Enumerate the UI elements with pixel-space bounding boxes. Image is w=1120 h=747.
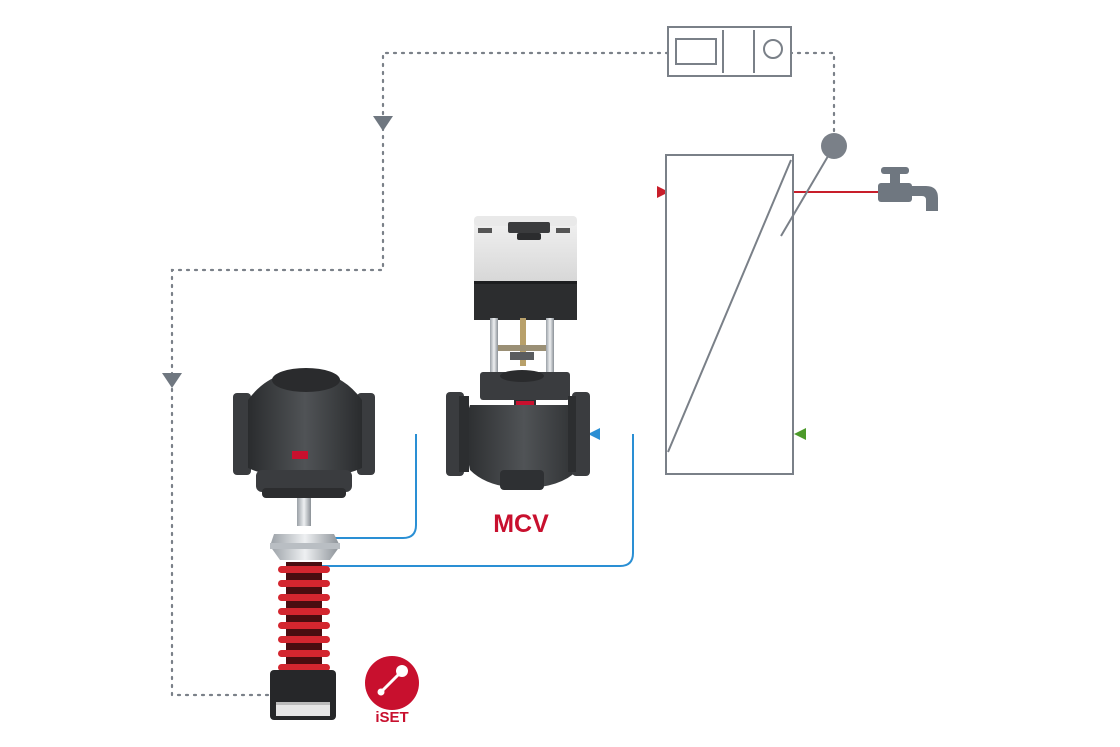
valve-body xyxy=(462,405,586,488)
dp-valve-body xyxy=(248,371,362,478)
cold-inlet-arrow-icon xyxy=(794,428,806,440)
heat-exchanger-icon xyxy=(665,154,794,475)
control-signal-lines xyxy=(170,51,836,697)
valve-flange-right xyxy=(572,392,590,476)
supply-flow-arrow-icon xyxy=(657,186,669,198)
differential-pressure-controller xyxy=(233,368,375,720)
diaphragm-housing xyxy=(256,470,352,492)
valve-bonnet xyxy=(480,372,570,400)
iset-label: iSET xyxy=(375,709,408,726)
mcv-label: MCV xyxy=(493,510,549,538)
iset-logo-icon xyxy=(365,656,419,710)
return-flow-arrow-icon xyxy=(588,428,600,440)
signal-line-sensor-to-controller xyxy=(788,51,836,137)
signal-line-controller-to-mcv xyxy=(170,51,670,697)
impulse-tube-upstream xyxy=(322,434,417,539)
temperature-sensor-icon xyxy=(780,133,847,237)
tap-icon xyxy=(878,167,938,211)
mcv-valve xyxy=(446,216,590,490)
controller-icon xyxy=(667,26,792,77)
impulse-tube-downstream xyxy=(322,434,634,567)
signal-arrow-down-icon xyxy=(373,116,393,131)
signal-arrow-down-icon xyxy=(162,373,182,388)
spring-coils xyxy=(278,566,330,671)
actuator-cover xyxy=(474,216,577,290)
actuator-base xyxy=(474,282,577,320)
